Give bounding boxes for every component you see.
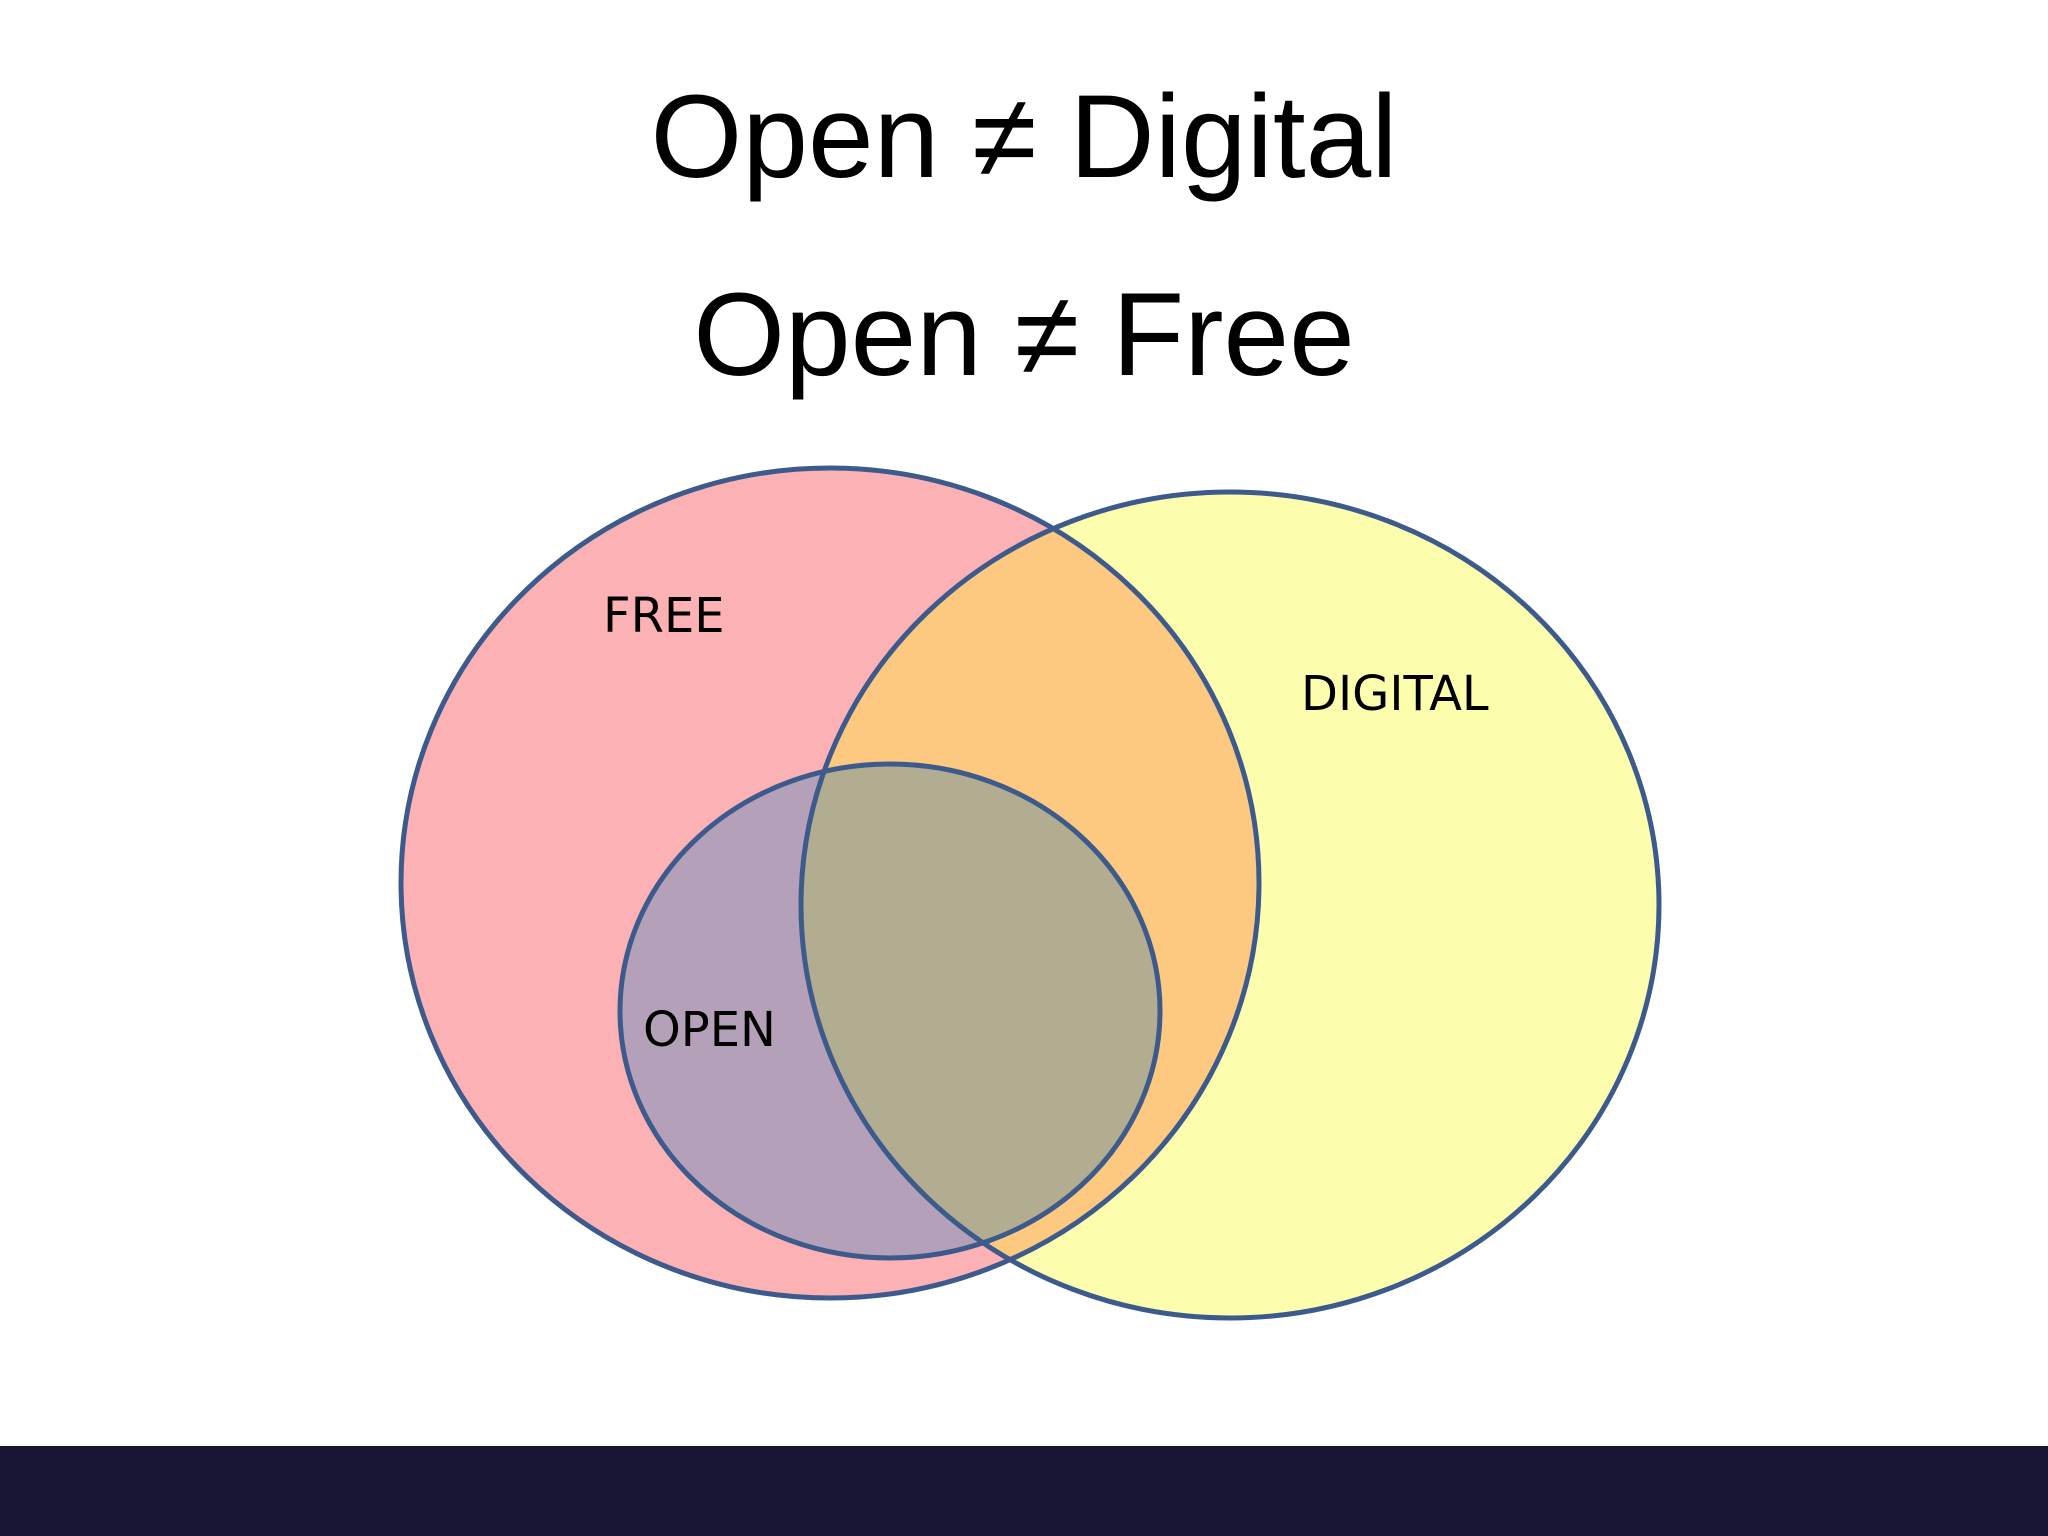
title-open-not-digital: Open ≠ Digital: [650, 71, 1398, 203]
free-label: FREE: [603, 588, 725, 644]
open-circle-outline: [617, 761, 1163, 1261]
open-label: OPEN: [643, 1002, 776, 1058]
open-digital-overlap: [801, 764, 1160, 1258]
title-open-not-free: Open ≠ Free: [693, 269, 1355, 401]
digital-label: DIGITAL: [1301, 666, 1489, 722]
digital-circle-outline: [798, 489, 1662, 1321]
footer-bar: [0, 1446, 2048, 1536]
free-circle-outline: [398, 465, 1262, 1301]
